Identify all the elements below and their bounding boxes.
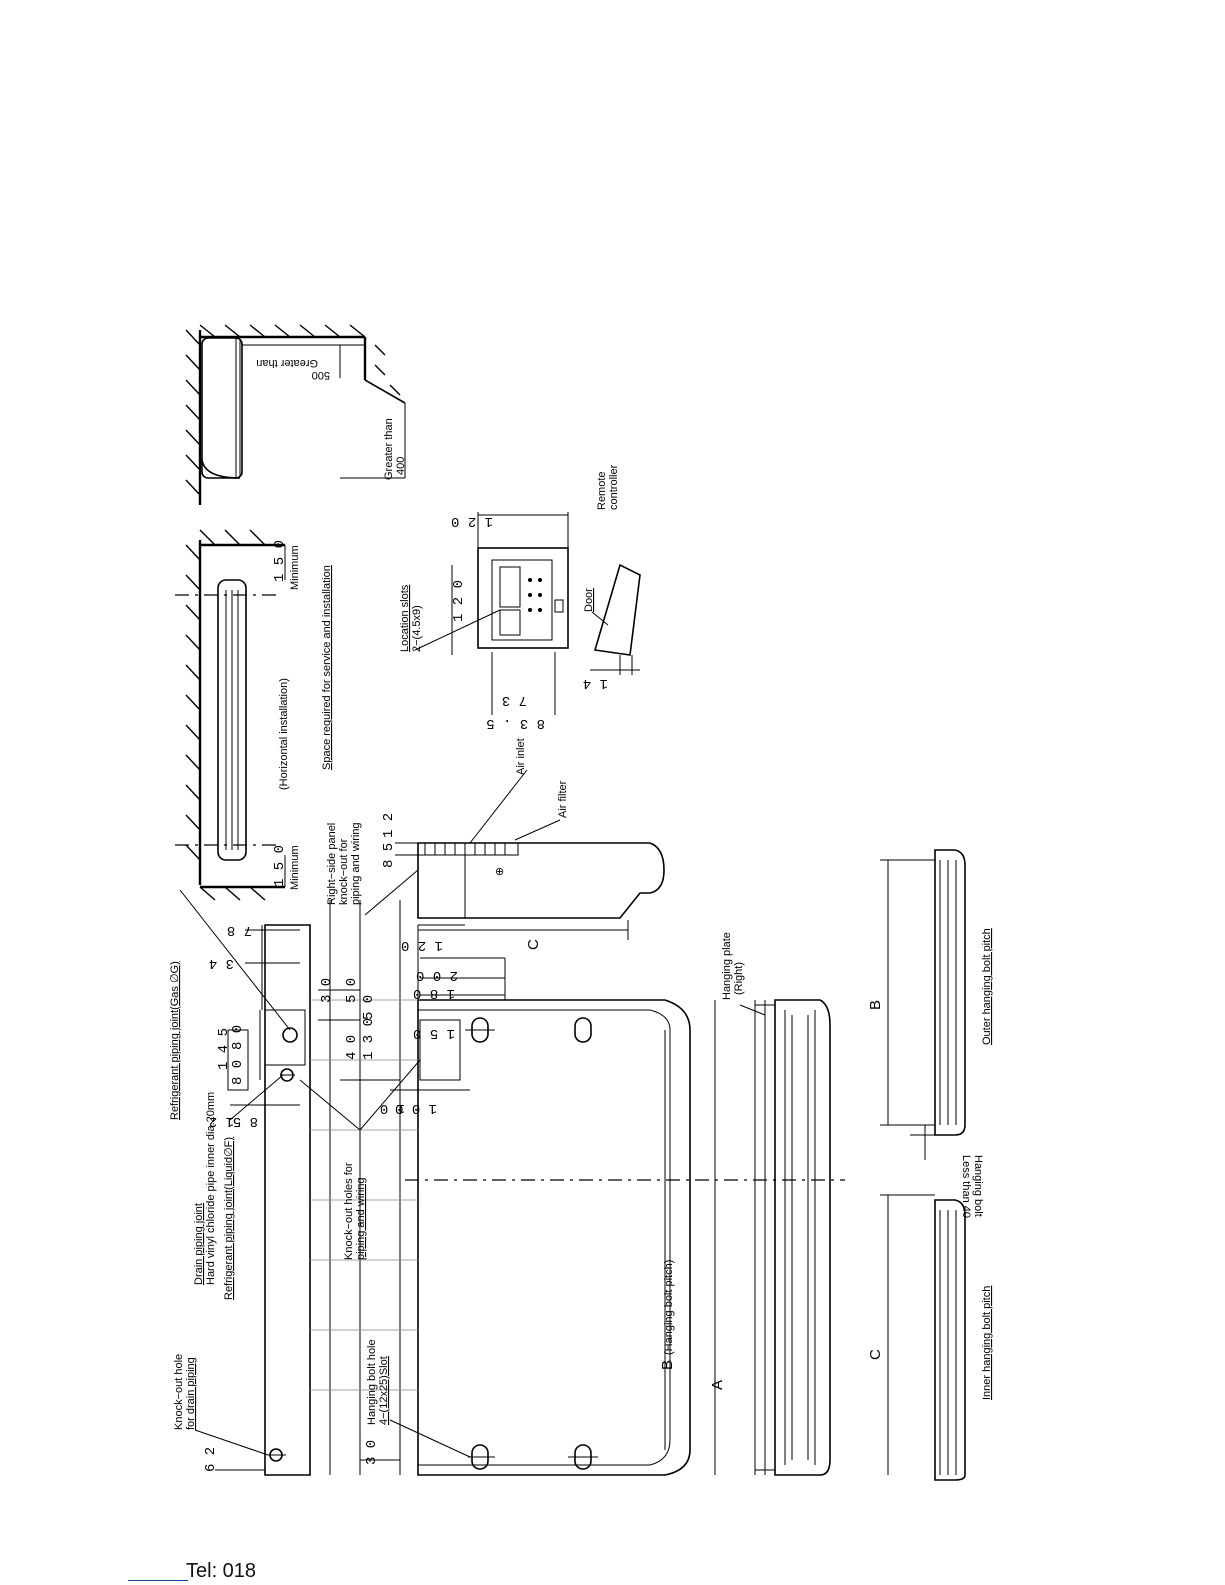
- label-400-line1: Greater than: [383, 418, 395, 480]
- footer: Tel: 018: [128, 1560, 428, 1585]
- label-hanging-bolt-pitch: (Hanging bolt pitch): [663, 1260, 675, 1355]
- dim-120-remote-h: 1 2 0: [451, 580, 467, 622]
- hanging-bolt-slots: [465, 1017, 598, 1470]
- ceiling-hatching: [199, 324, 366, 338]
- label-right-panel-3: piping and wiring: [350, 822, 362, 905]
- dim-120-remote-w: 1 2 0: [451, 513, 493, 529]
- label-remote: Remote: [596, 471, 608, 510]
- label-minimum-top: Minimum: [289, 545, 301, 590]
- dim-B-main: B: [659, 1360, 676, 1370]
- label-air-inlet: Air inlet: [515, 738, 527, 775]
- footer-telephone: Tel: 018: [186, 1560, 257, 1582]
- label-drain-joint: Drain piping joint: [193, 1203, 205, 1285]
- label-refrig-liquid: Refrigerant piping joint(Liquid∅F): [223, 1137, 235, 1300]
- label-hanging-bolt-hole: Hanging bolt hole: [366, 1339, 378, 1425]
- label-500-line2: 500: [312, 369, 330, 381]
- dim-100: 1 0 0: [395, 1100, 437, 1116]
- dim-C-inner: C: [867, 1349, 884, 1360]
- label-knockout-drain-2: for drain piping: [185, 1357, 197, 1430]
- dim-A-main: A: [709, 1380, 726, 1390]
- outer-pitch-view: B Outer hanging bolt pitch Hanging bolt …: [867, 849, 993, 1218]
- label-right-panel-1: Right−side panel: [326, 823, 338, 905]
- dim-62: 6 2: [203, 1447, 219, 1472]
- label-hanging-bolt-less-2: Less than 40: [960, 1155, 972, 1218]
- dim-80a: 8 0: [230, 1025, 246, 1050]
- dim-73: 7 3: [502, 692, 527, 708]
- main-top-view: 1 4 5 8 0 8 0 7 8 3 4 8 5 1 2 3 0 5 0 4 …: [169, 889, 845, 1476]
- dim-40: 4 0: [344, 1035, 360, 1060]
- label-hanging-bolt-less-1: Hanging bolt: [972, 1155, 984, 1217]
- label-400-line2: 400: [395, 457, 407, 475]
- label-500-line1: Greater than: [256, 357, 318, 369]
- dim-50b: 5 0: [361, 995, 377, 1020]
- label-knockout-drain-1: Knock−out hole: [173, 1354, 185, 1430]
- label-location-slots: Location slots: [399, 584, 411, 652]
- dim-150-bottom: 1 5 0: [272, 845, 288, 887]
- dim-12a: 1 2: [209, 1113, 234, 1129]
- label-refrig-gas: Refrigerant piping joint(Gas ∅G): [169, 961, 181, 1120]
- dim-200: 2 0 0: [416, 967, 458, 983]
- dim-85-side: 8 5: [381, 843, 397, 868]
- dim-78: 7 8: [227, 922, 252, 938]
- label-right-panel-2: knock−out for: [338, 838, 350, 905]
- unit-side-view: 1 2 0 C 8 5 1 2 Right−side panel knock−o…: [326, 738, 665, 953]
- remote-controller-view: 1 2 0 1 2 0 7 3 8 3 . 5 Location slots 2…: [399, 464, 641, 731]
- label-knockout-holes-1: Knock−out holes for: [343, 1162, 355, 1260]
- label-location-slots-size: 2−(4.5x9): [411, 605, 423, 652]
- dim-180: 1 8 0: [413, 985, 455, 1001]
- label-door: Door: [583, 588, 595, 612]
- dim-34: 3 4: [209, 955, 234, 971]
- dim-150-top: 1 5 0: [272, 540, 288, 582]
- wall-hatching: [185, 329, 201, 496]
- dim-C-side: C: [525, 939, 542, 950]
- wall-hatching-2: [185, 544, 201, 861]
- wall-clearance-view: Greater than 500 Greater than 400: [185, 324, 407, 505]
- label-air-filter: Air filter: [557, 780, 569, 818]
- label-controller: controller: [608, 464, 620, 510]
- label-drain-joint-pipe: Hard vinyl chloride pipe inner dia.20mm: [205, 1092, 217, 1285]
- front-grille: [791, 1015, 809, 1460]
- label-outer-pitch: Outer hanging bolt pitch: [981, 928, 993, 1045]
- dim-14: 1 4: [583, 675, 608, 691]
- side-detail-mark: ⊕: [495, 866, 504, 878]
- inner-pitch-view: C Inner hanging bolt pitch: [867, 1194, 993, 1481]
- horizontal-installation-view: 1 5 0 Minimum 1 5 0 Minimum (Horizontal …: [175, 529, 333, 901]
- unit-grille: [225, 590, 239, 850]
- label-knockout-holes-2: piping and wiring: [355, 1177, 367, 1260]
- label-hanging-plate-right: (Right): [733, 962, 745, 995]
- dim-130: 1 3 0: [361, 1018, 377, 1060]
- dim-12-side: 1 2: [381, 813, 397, 838]
- label-hanging-plate: Hanging plate: [721, 932, 733, 1000]
- dim-B-outer: B: [867, 1000, 884, 1010]
- dim-10: 1 0: [380, 1100, 405, 1116]
- label-horizontal-installation: (Horizontal installation): [278, 678, 290, 790]
- dim-83-5: 8 3 . 5: [486, 715, 545, 731]
- footer-rule: [128, 1580, 188, 1581]
- dim-150a: 1 5 0: [413, 1025, 455, 1041]
- front-elevation-view: [754, 999, 831, 1476]
- knockout-grid: [310, 999, 418, 1391]
- dim-85a: 8 5: [233, 1113, 258, 1129]
- dim-80b: 8 0: [230, 1060, 246, 1085]
- dim-120-side: 1 2 0: [401, 937, 443, 953]
- air-filter-hatch: [424, 843, 506, 855]
- label-space-required: Space required for service and installat…: [321, 565, 333, 770]
- label-inner-pitch: Inner hanging bolt pitch: [981, 1286, 993, 1400]
- label-minimum-bottom: Minimum: [289, 845, 301, 890]
- dim-30b: 3 0: [364, 1440, 380, 1465]
- label-hanging-bolt-hole-size: 4−(12x25)Slot: [378, 1356, 390, 1425]
